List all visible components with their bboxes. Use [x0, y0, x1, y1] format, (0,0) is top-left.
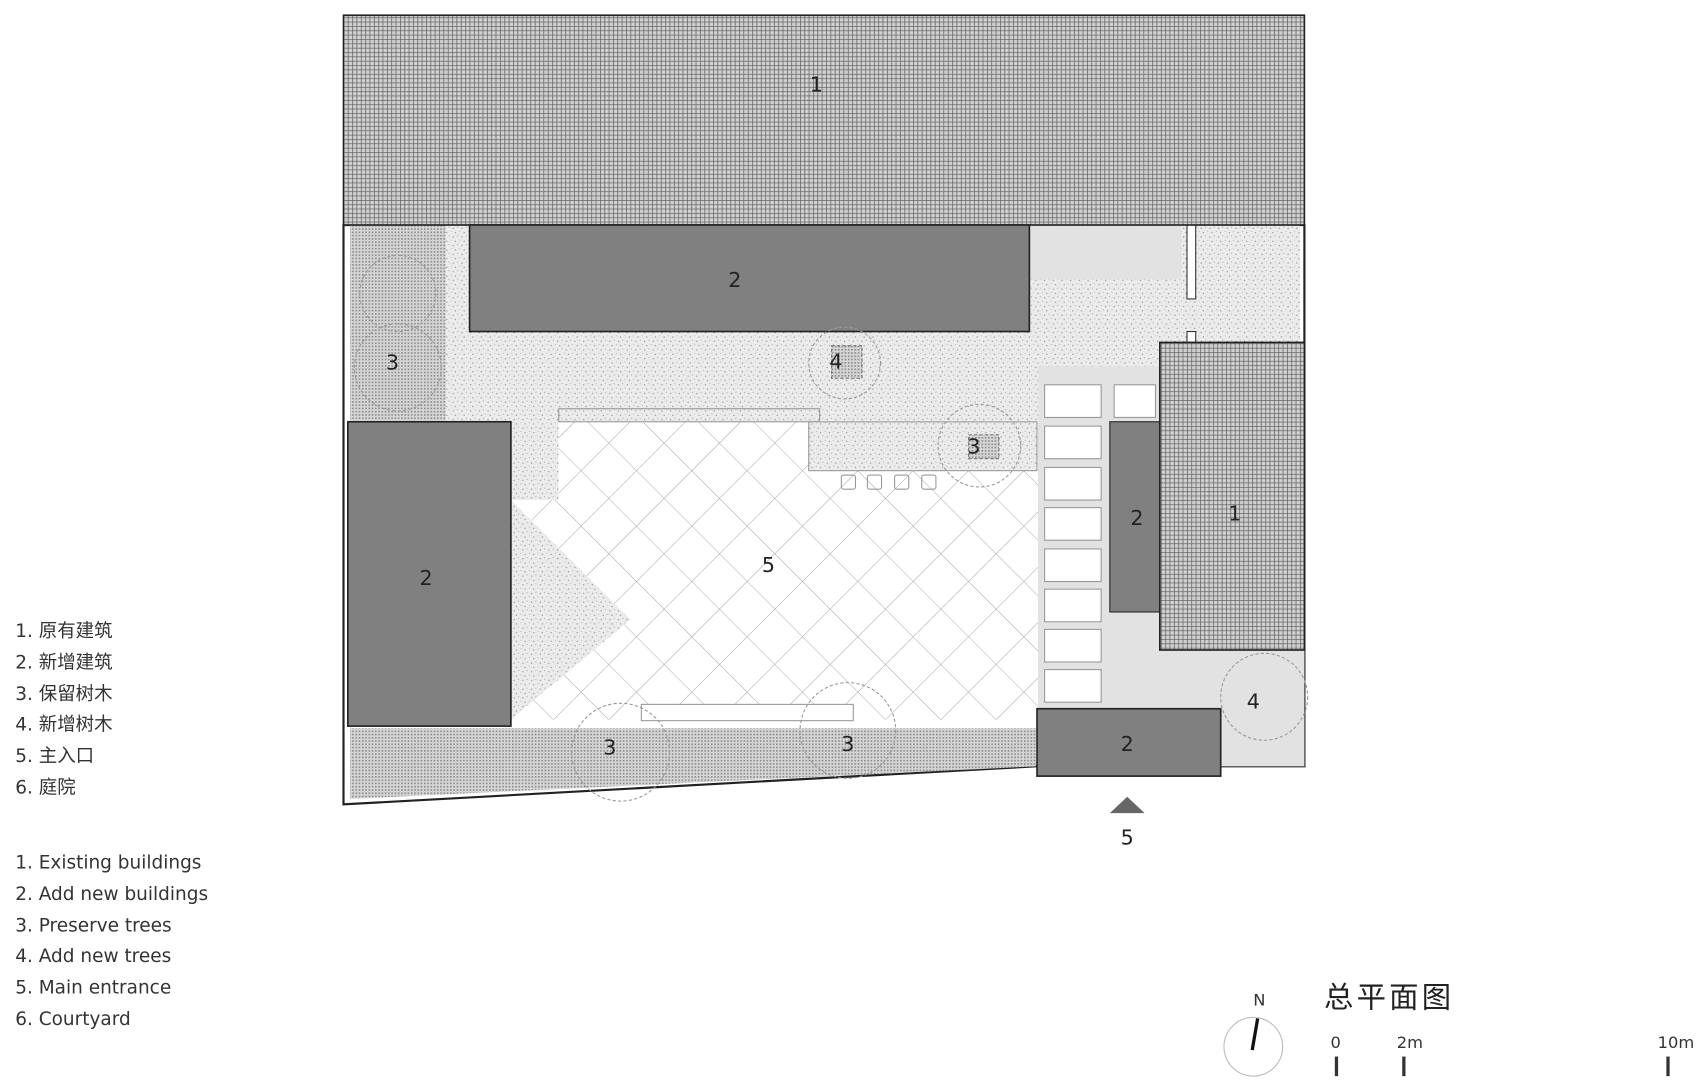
zone-label-existing-east: 1	[1228, 502, 1242, 527]
scale-tick	[1402, 1056, 1406, 1077]
legend-cn-item: 2. 新增建筑	[15, 651, 113, 674]
zone-label-new-west: 2	[419, 566, 433, 591]
existing-building-north	[342, 14, 1306, 226]
north-label: N	[1253, 990, 1266, 1010]
zone-label-tree-south-left: 3	[603, 735, 617, 760]
legend-cn-item: 3. 保留树木	[15, 683, 113, 706]
zone-label-courtyard: 5	[761, 553, 776, 578]
zone-label-existing-north: 1	[809, 72, 823, 97]
scale-tick-label-0: 0	[1330, 1032, 1341, 1053]
entrance-marker-label: 5	[1120, 826, 1134, 851]
legend-cn-item: 6. 庭院	[15, 777, 76, 799]
zone-label-tree-new-center: 4	[829, 350, 843, 374]
legend-english: 1. Existing buildings 2. Add new buildin…	[15, 848, 208, 1036]
legend-en-item: 1. Existing buildings	[15, 852, 202, 874]
scale-tick	[1666, 1056, 1670, 1077]
scale-tick-label-2m: 2m	[1396, 1032, 1424, 1053]
scale-tick	[1334, 1056, 1339, 1077]
zone-label-new-east-inner: 2	[1130, 506, 1144, 531]
legend-en-item: 4. Add new trees	[15, 946, 172, 968]
legend-en-item: 5. Main entrance	[15, 977, 172, 1000]
zone-label-tree-south-mid: 3	[841, 732, 855, 757]
zone-label-tree-center-right: 3	[967, 434, 981, 459]
drawing-title: 总平面图	[1323, 981, 1455, 1016]
legend-cn-item: 4. 新增树木	[15, 714, 113, 737]
zone-label-new-north: 2	[728, 268, 742, 293]
legend-chinese: 1. 原有建筑 2. 新增建筑 3. 保留树木 4. 新增树木 5. 主入口 6…	[15, 616, 112, 804]
scale-tick-label-10m: 10m	[1657, 1032, 1695, 1053]
legend-en-item: 6. Courtyard	[15, 1008, 131, 1031]
legend-en-item: 2. Add new buildings	[15, 883, 209, 906]
zone-label-tree-new-east: 4	[1246, 690, 1260, 715]
legend-cn-item: 1. 原有建筑	[15, 620, 113, 643]
zone-label-new-south: 2	[1120, 732, 1134, 757]
legend-cn-item: 5. 主入口	[15, 745, 95, 768]
legend-en-item: 3. Preserve trees	[15, 914, 172, 937]
zone-label-tree-west: 3	[385, 351, 399, 376]
